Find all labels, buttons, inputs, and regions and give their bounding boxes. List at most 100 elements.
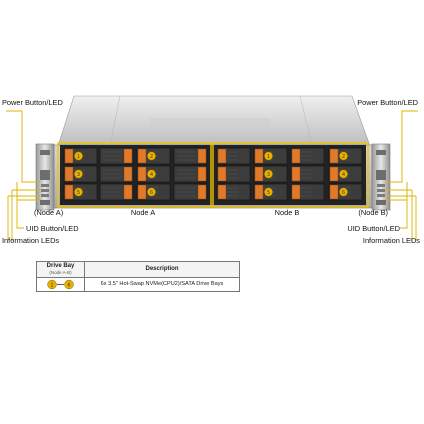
drive-number-badge: [147, 169, 156, 179]
drive-number: 2: [342, 154, 345, 160]
left-rack-ear: [35, 143, 55, 211]
drive-number-badge: [74, 169, 83, 179]
node-b-drive-tray-6[interactable]: [290, 165, 325, 183]
node-a-drive-tray-9[interactable]: [99, 183, 134, 201]
release-latch: [329, 148, 339, 164]
drive-number: 3: [77, 172, 80, 178]
release-latch: [291, 166, 301, 182]
drive-bay-legend: Drive Bay (Node A-B) Description 1 6 6x …: [36, 261, 240, 292]
drive-number: 5: [267, 190, 270, 196]
node-a-drive-tray-0[interactable]: 1: [63, 147, 98, 165]
release-latch: [254, 184, 264, 200]
release-latch: [329, 166, 339, 182]
node-a-drive-tray-3[interactable]: [173, 147, 208, 165]
drive-number-badge: [339, 169, 348, 179]
legend-drive-bay-heading: Drive Bay: [46, 263, 75, 269]
node-b-drive-tray-4[interactable]: [216, 165, 251, 183]
uid-button-label-left: UID Button/LED: [26, 224, 79, 233]
information-leds-label-left: Information LEDs: [2, 236, 60, 245]
release-latch: [64, 166, 74, 182]
legend-description-cell: 6x 3.5" Hot-Swap NVMe(CPU2)/SATA Drive B…: [85, 278, 239, 291]
drive-number: 6: [342, 190, 345, 196]
release-latch: [64, 148, 74, 164]
legend-header-drive-bay: Drive Bay (Node A-B): [37, 262, 85, 277]
drive-number: 5: [77, 190, 80, 196]
release-latch: [329, 184, 339, 200]
node-a-drive-tray-10[interactable]: 6: [136, 183, 171, 201]
release-latch: [137, 166, 147, 182]
drive-number: 6: [150, 190, 153, 196]
legend-drive-bay-subheading: (Node A-B): [49, 270, 72, 275]
drive-number: 1: [267, 154, 270, 160]
node-a-drive-tray-8[interactable]: 5: [63, 183, 98, 201]
drive-number-badge: [147, 187, 156, 197]
release-latch: [137, 184, 147, 200]
node-a-label: Node A: [130, 208, 156, 217]
bay-end-number: 6: [68, 282, 71, 288]
drive-number-badge: [264, 151, 273, 161]
node-b-drive-tray-3[interactable]: 2: [328, 147, 363, 165]
node-b-drive-tray-2[interactable]: [290, 147, 325, 165]
legend-header-description: Description: [85, 262, 239, 277]
node-b-drive-tray-1[interactable]: 1: [253, 147, 288, 165]
bay-start-number: 1: [51, 282, 54, 288]
release-latch: [197, 184, 207, 200]
drive-number-badge: [339, 187, 348, 197]
drive-number: 4: [150, 172, 153, 178]
release-latch: [217, 184, 227, 200]
bay-start-badge: [47, 279, 57, 290]
release-latch: [197, 166, 207, 182]
drive-number-badge: [339, 151, 348, 161]
node-b-drive-tray-11[interactable]: 6: [328, 183, 363, 201]
node-a-drive-tray-11[interactable]: [173, 183, 208, 201]
legend-header-row: Drive Bay (Node A-B) Description: [37, 262, 239, 278]
node-a-drive-tray-2[interactable]: 2: [136, 147, 171, 165]
release-latch: [137, 148, 147, 164]
node-b-drive-tray-5[interactable]: 3: [253, 165, 288, 183]
node-a-drive-tray-5[interactable]: [99, 165, 134, 183]
node-b-drive-tray-9[interactable]: 5: [253, 183, 288, 201]
power-button-label-right: Power Button/LED: [357, 98, 418, 107]
drive-number: 3: [267, 172, 270, 178]
legend-bay-range: 1 6: [37, 278, 85, 291]
drive-number-badge: [74, 151, 83, 161]
node-a-side-label: (Node A): [34, 208, 64, 217]
legend-description-heading: Description: [145, 266, 179, 272]
node-b-drive-tray-7[interactable]: 4: [328, 165, 363, 183]
right-rack-ear: [371, 143, 391, 211]
release-latch: [217, 148, 227, 164]
drive-number-badge: [147, 151, 156, 161]
node-a-drive-tray-4[interactable]: 3: [63, 165, 98, 183]
left-callouts: [6, 110, 40, 241]
node-a-drive-tray-7[interactable]: [173, 165, 208, 183]
release-latch: [291, 148, 301, 164]
drive-number: 2: [150, 154, 153, 160]
bay-range-badges: 1 6: [47, 279, 74, 290]
node-a-drive-tray-1[interactable]: [99, 147, 134, 165]
information-leds-label-right: Information LEDs: [362, 236, 420, 245]
node-a-drive-tray-6[interactable]: 4: [136, 165, 171, 183]
node-b-drive-tray-10[interactable]: [290, 183, 325, 201]
node-b-drive-tray-0[interactable]: [216, 147, 251, 165]
right-callouts: [386, 110, 418, 241]
node-b-side-label: (Node B): [358, 208, 388, 217]
uid-button-label-right: UID Button/LED: [347, 224, 400, 233]
release-latch: [217, 166, 227, 182]
bay-end-badge: [64, 279, 74, 290]
release-latch: [254, 148, 264, 164]
drive-number-badge: [264, 169, 273, 179]
release-latch: [123, 166, 133, 182]
node-b-drive-tray-8[interactable]: [216, 183, 251, 201]
drive-number: 4: [342, 172, 345, 178]
release-latch: [197, 148, 207, 164]
legend-row: 1 6 6x 3.5" Hot-Swap NVMe(CPU2)/SATA Dri…: [37, 278, 239, 291]
drive-number-badge: [74, 187, 83, 197]
power-button-label-left: Power Button/LED: [2, 98, 63, 107]
release-latch: [254, 166, 264, 182]
drive-bays: 1 2 3 4 5 6 1 2 3 4 5 6: [63, 147, 363, 201]
node-b-outline: [212, 142, 369, 208]
node-b-label: Node B: [274, 208, 300, 217]
release-latch: [123, 148, 133, 164]
release-latch: [291, 184, 301, 200]
